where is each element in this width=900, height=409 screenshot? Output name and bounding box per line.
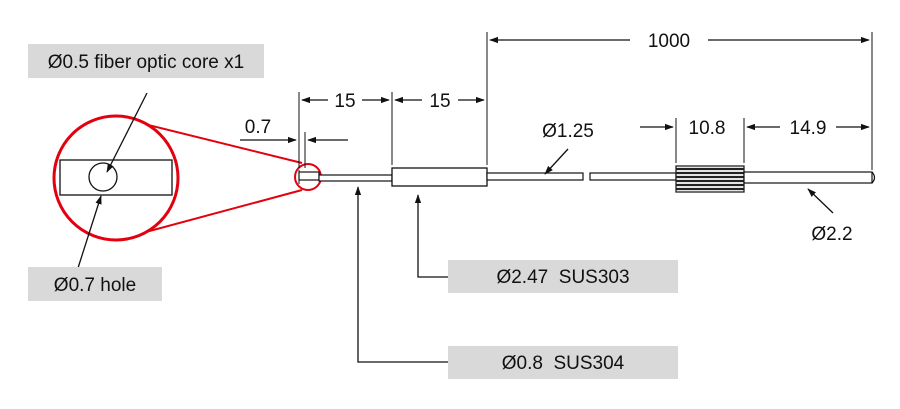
dim-tip-offset: 0.7: [245, 117, 271, 138]
extension-lines: [298, 32, 873, 170]
callout-sleeve: Ø2.47 SUS303: [496, 267, 629, 288]
fiber-section-left: [486, 172, 584, 181]
dim-first-segment: 15: [334, 91, 355, 112]
dim-end-diameter: Ø2.2: [811, 224, 852, 245]
fiber-core-hole: [88, 162, 118, 192]
knurl-lines: [676, 167, 744, 191]
label-box-fiber-core: [28, 44, 264, 78]
dim-second-segment: 15: [429, 91, 450, 112]
callout-tube: Ø0.8 SUS304: [502, 353, 625, 374]
label-box-sleeve: [448, 260, 678, 293]
label-box-hole: [28, 267, 162, 301]
knurled-section: [675, 165, 745, 193]
fiber-section-right: [589, 172, 677, 181]
tube-section: [318, 174, 393, 182]
dimension-arrows: [240, 36, 870, 144]
sleeve-section: [391, 167, 488, 187]
dim-end-length: 14.9: [790, 118, 827, 139]
dim-overall-length: 1000: [648, 31, 690, 52]
dim-fiber-diameter: Ø1.25: [542, 121, 594, 142]
dim-knurl-length: 10.8: [689, 118, 726, 139]
probe-body: [298, 165, 876, 193]
end-section: [743, 171, 873, 184]
callout-hole: Ø0.7 hole: [54, 275, 136, 296]
magnified-tip-detail: [52, 114, 322, 242]
end-cap: [871, 171, 876, 184]
leader-lines: [77, 92, 834, 363]
callout-fiber-core: Ø0.5 fiber optic core x1: [48, 52, 244, 73]
label-box-tube: [448, 346, 678, 379]
tip-section: [298, 171, 320, 181]
